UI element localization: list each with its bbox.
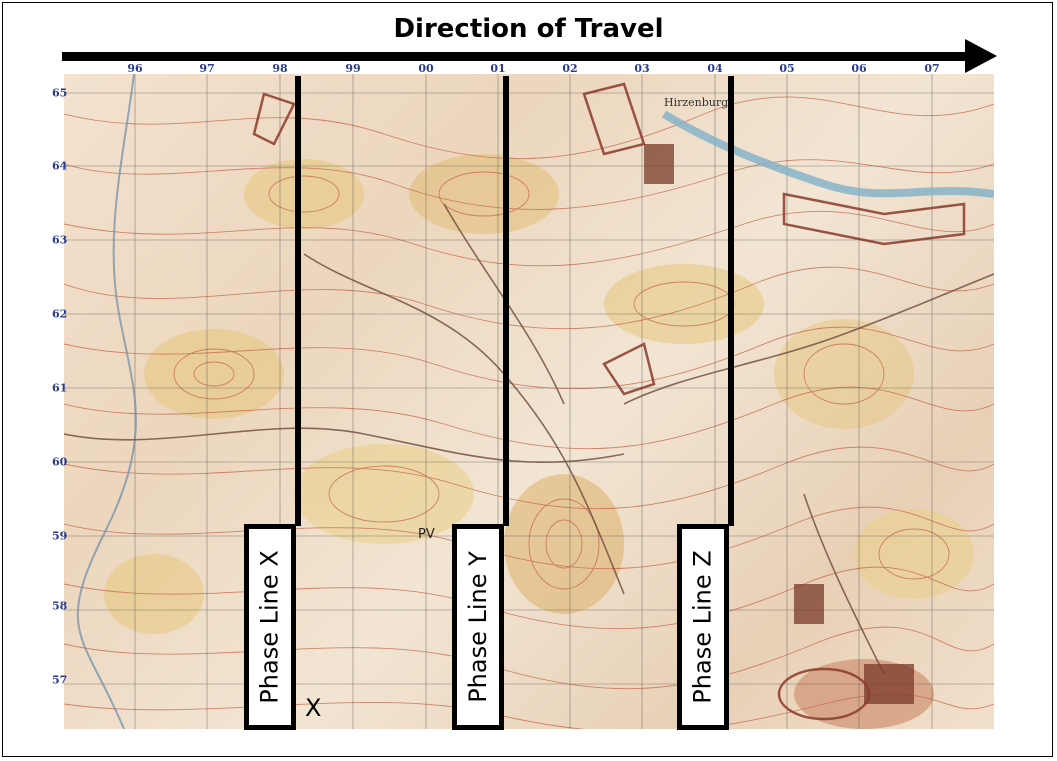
grid-col-label: 01 [490, 62, 506, 75]
phase-line-x [295, 76, 301, 526]
direction-arrow-head-icon [965, 39, 997, 73]
contour-line [64, 326, 994, 390]
phase-line-x-text: Phase Line X [256, 550, 284, 704]
grid-row-label: 65 [52, 86, 68, 100]
terrain-patch [144, 329, 284, 419]
contour-line [64, 446, 994, 510]
grid-col-label: 96 [127, 62, 143, 75]
phase-line-y-text: Phase Line Y [464, 551, 492, 703]
grid-col-label: 07 [924, 62, 940, 75]
terrain-patch [409, 154, 559, 234]
grid-row-label: 61 [52, 381, 68, 395]
hatched-area [777, 667, 871, 721]
town-block [644, 144, 674, 184]
hatched-area [782, 192, 966, 246]
hatched-area [252, 92, 296, 146]
contour-line [64, 159, 994, 210]
town-block [794, 584, 824, 624]
contour-line [64, 210, 994, 267]
stream [76, 74, 137, 729]
contour-ring [545, 519, 583, 569]
contour-line [64, 386, 994, 450]
grid-col-label: 99 [345, 62, 361, 75]
direction-arrow-shaft [62, 52, 972, 61]
grid-row-label: 57 [52, 673, 68, 687]
hatched-area [582, 82, 646, 156]
town-block [864, 664, 914, 704]
phase-line-x-label: Phase Line X [244, 524, 296, 730]
grid-row-label: 58 [52, 599, 68, 613]
river [661, 110, 994, 198]
contour-ring [633, 281, 735, 327]
x-marker: X [305, 694, 322, 722]
contour-ring [878, 528, 950, 580]
grid-col-label: 03 [634, 62, 650, 75]
contour-ring [528, 498, 600, 590]
grid-col-label: 04 [707, 62, 723, 75]
contour-line [64, 266, 994, 330]
topographic-map[interactable]: Hirzenburg [64, 74, 994, 729]
terrain-patch [854, 509, 974, 599]
contour-line [64, 96, 994, 160]
grid-row-label: 59 [52, 529, 68, 543]
terrain-patch [604, 264, 764, 344]
grid-col-label: 06 [851, 62, 867, 75]
direction-of-travel-title: Direction of Travel [393, 14, 664, 44]
terrain-patch [294, 444, 474, 544]
phase-line-z-text: Phase Line Z [689, 550, 717, 704]
phase-line-y-label: Phase Line Y [452, 524, 504, 730]
contour-line [64, 506, 994, 570]
phase-line-y [503, 76, 509, 526]
road [803, 493, 885, 675]
contour-ring [193, 361, 235, 387]
grid-col-label: 00 [418, 62, 434, 75]
phase-line-z [728, 76, 734, 526]
grid-col-label: 98 [272, 62, 288, 75]
contour-ring [268, 175, 340, 213]
phase-line-z-label: Phase Line Z [677, 524, 729, 730]
grid-col-label: 97 [199, 62, 215, 75]
grid-col-label: 02 [562, 62, 578, 75]
grid-row-label: 60 [52, 455, 68, 469]
hatched-area [602, 342, 656, 396]
contour-ring [438, 171, 530, 217]
place-label: Hirzenburg [664, 96, 728, 109]
grid-row-label: 62 [52, 307, 68, 321]
contour-ring [803, 343, 885, 405]
pv-marker: PV [418, 527, 435, 542]
grid-row-label: 63 [52, 233, 68, 247]
terrain-patch [504, 474, 624, 614]
grid-col-label: 05 [779, 62, 795, 75]
road [623, 273, 994, 405]
contour-ring [328, 465, 440, 523]
contour-ring [173, 348, 255, 400]
map-terrain: Hirzenburg [64, 74, 994, 729]
road [64, 427, 625, 464]
grid-row-label: 64 [52, 159, 68, 173]
terrain-patch [244, 159, 364, 229]
